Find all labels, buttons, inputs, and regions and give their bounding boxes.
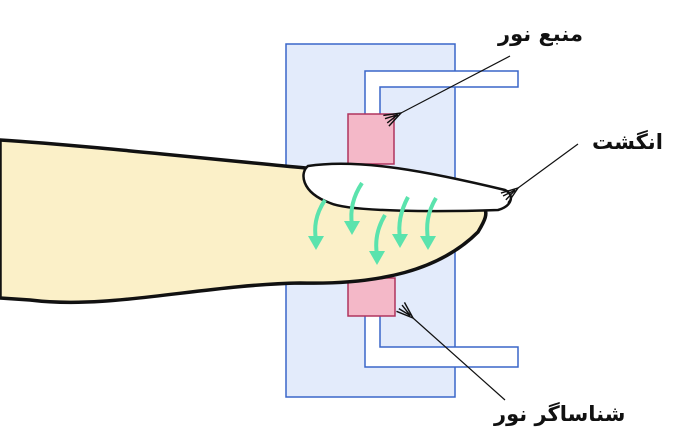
label-light-detector: شناساگر نور — [494, 402, 626, 426]
light-arrowheads — [308, 221, 436, 265]
pointer-finger — [518, 143, 579, 188]
light-arrowhead — [308, 236, 324, 250]
lower-wire — [364, 316, 519, 368]
label-finger: انگشت — [592, 130, 663, 154]
light-arrowhead — [369, 251, 385, 265]
fingernail — [302, 162, 513, 213]
pointer-light-detector — [413, 318, 506, 401]
light-arrowhead — [392, 234, 408, 248]
light-detector-sensor — [347, 277, 396, 317]
label-light-source: منبع نور — [498, 22, 583, 46]
upper-wire — [364, 70, 519, 114]
light-source-emitter — [347, 113, 395, 165]
pointer-light-source — [401, 55, 511, 113]
light-arrowhead — [420, 236, 436, 250]
light-arrowhead — [344, 221, 360, 235]
